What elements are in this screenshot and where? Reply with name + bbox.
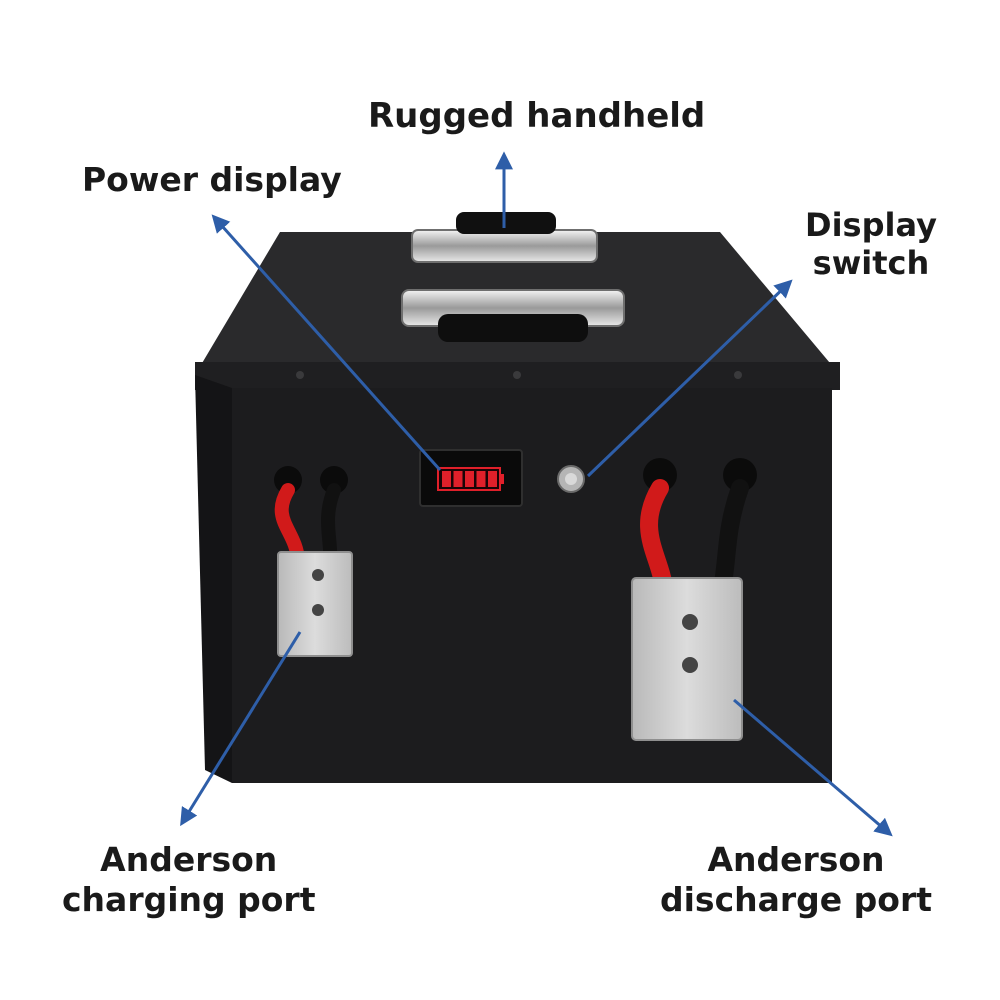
lid-screw-left (296, 371, 304, 379)
label-charging-port: Anderson charging port (62, 840, 315, 919)
handle-back (411, 212, 598, 263)
handle-front (401, 289, 625, 342)
label-discharge-port-line2: discharge port (660, 879, 933, 919)
label-discharge-port-line1: Anderson (707, 840, 885, 879)
display-bar (488, 471, 497, 487)
battery-side-shadow (195, 375, 232, 783)
display-bar (442, 471, 451, 487)
label-power-display-text: Power display (82, 160, 342, 199)
rugged-handles (401, 212, 625, 342)
arrow-charging-port (180, 631, 302, 827)
power-display (419, 449, 523, 507)
label-display-switch: Display switch (805, 206, 937, 283)
label-rugged-handheld-text: Rugged handheld (368, 96, 706, 136)
label-display-switch-line2: switch (812, 244, 930, 283)
label-rugged-handheld: Rugged handheld (368, 96, 705, 137)
display-bar (476, 471, 486, 487)
display-bar (465, 471, 474, 487)
display-switch (557, 465, 585, 493)
charging-port (274, 466, 353, 657)
label-charging-port-line2: charging port (62, 879, 316, 919)
label-discharge-port: Anderson discharge port (660, 840, 932, 919)
label-charging-port-line1: Anderson (100, 840, 278, 879)
leader-arrows (180, 151, 893, 837)
arrow-display-switch (586, 279, 793, 478)
lid-screw-right (734, 371, 742, 379)
discharge-port (631, 458, 757, 741)
lid-screw-mid (513, 371, 521, 379)
display-bars (442, 471, 497, 487)
label-display-switch-line1: Display (805, 206, 937, 244)
arrow-power-display (211, 214, 442, 471)
display-bar (453, 471, 463, 487)
arrow-discharge-port (733, 698, 893, 837)
label-power-display: Power display (82, 160, 342, 200)
